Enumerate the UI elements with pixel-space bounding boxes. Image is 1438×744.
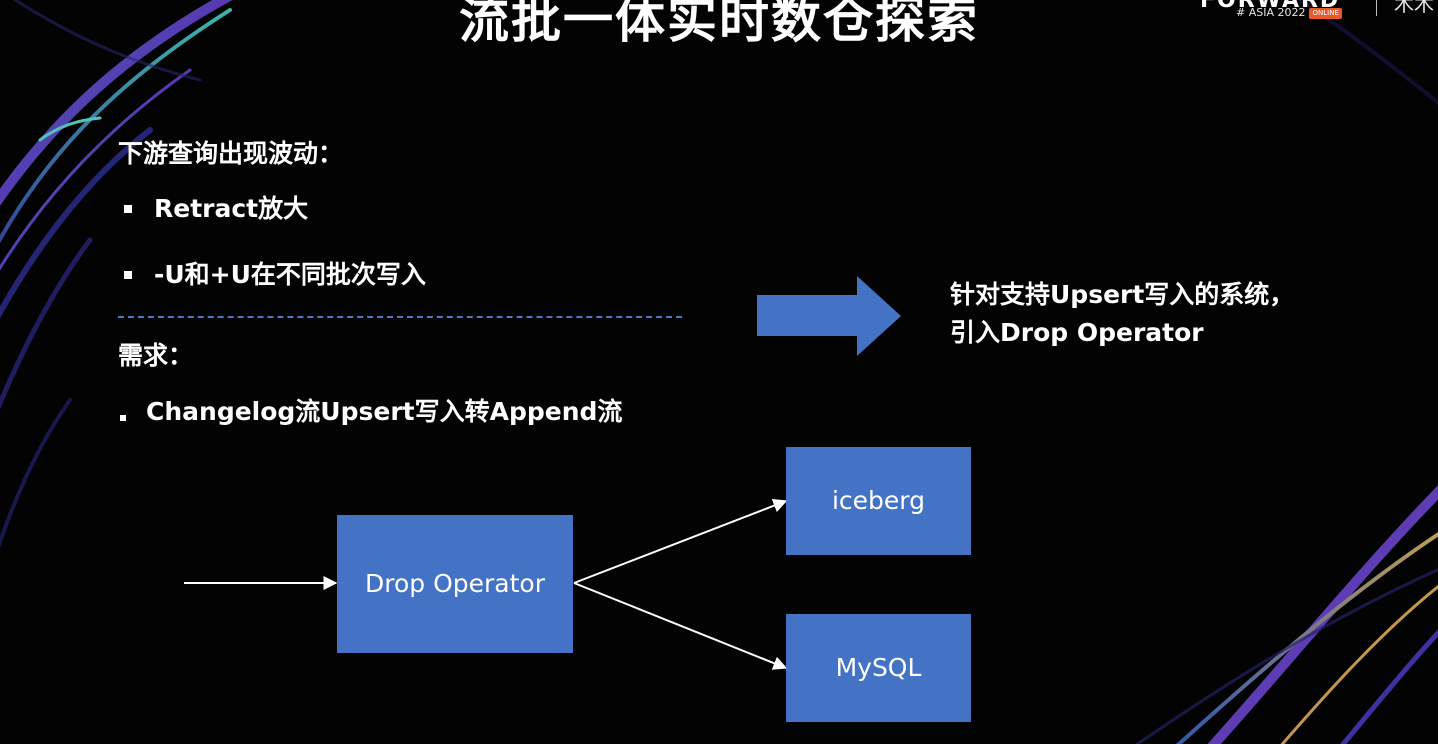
slide-title: 流批一体实时数仓探索 — [459, 0, 979, 49]
box-label: MySQL — [835, 653, 922, 682]
requirement-heading: 需求： — [118, 341, 194, 370]
online-badge: ONLINE — [1309, 7, 1342, 19]
right-arrow-icon — [757, 276, 901, 356]
bullet-text: Retract放大 — [154, 194, 309, 223]
bullet-retract: Retract放大 — [124, 193, 308, 225]
box-drop-operator: Drop Operator — [337, 515, 573, 653]
big-right-arrow — [757, 276, 901, 356]
bullet-square-icon — [124, 205, 132, 213]
solution-note: 针对支持Upsert写入的系统， 引入Drop Operator — [950, 276, 1294, 352]
box-mysql: MySQL — [786, 614, 971, 722]
brand-subtitle: # ASIA 2022 ONLINE — [1236, 6, 1342, 20]
bullet-text: Changelog流Upsert写入转Append流 — [146, 397, 623, 426]
box-iceberg: iceberg — [786, 447, 971, 555]
bullet-text: -U和+U在不同批次写入 — [154, 260, 426, 289]
box-label: Drop Operator — [365, 569, 545, 598]
brand-logo: 木木 — [1394, 0, 1434, 16]
brand-subtitle-text: # ASIA 2022 — [1236, 6, 1306, 19]
bullet-changelog: Changelog流Upsert写入转Append流 — [120, 396, 622, 428]
arrow-to-iceberg — [573, 499, 788, 584]
bullet-square-icon — [124, 271, 132, 279]
solution-line-1: 针对支持Upsert写入的系统， — [950, 280, 1295, 309]
section-divider — [118, 316, 682, 318]
brand-divider — [1376, 0, 1377, 16]
solution-line-2: 引入Drop Operator — [950, 318, 1204, 347]
problem-heading: 下游查询出现波动： — [118, 139, 344, 168]
arrow-to-mysql — [573, 582, 788, 670]
box-label: iceberg — [831, 486, 926, 515]
bullet-u-batches: -U和+U在不同批次写入 — [124, 259, 426, 291]
bullet-square-icon — [120, 415, 126, 421]
brand-name: FORWARD — [1200, 0, 1341, 13]
